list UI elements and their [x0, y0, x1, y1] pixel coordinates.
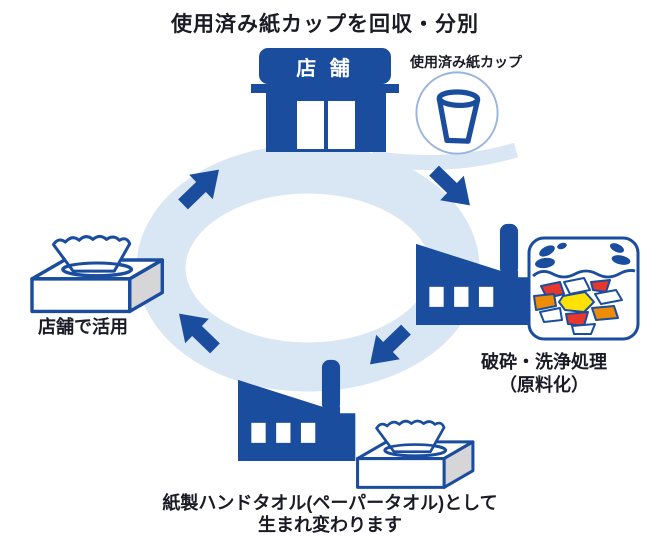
paper-towel-box-icon	[350, 410, 482, 495]
store-building-icon: 店 舗	[251, 48, 399, 154]
cup-swoosh-arc	[370, 142, 519, 170]
factory-icon	[238, 350, 362, 468]
store-door	[328, 101, 355, 149]
paper-towel-line1: 紙製ハンドタオル(ペーパータオル)として	[162, 493, 498, 513]
crush-wash-shreds-icon	[527, 236, 640, 341]
store-awning	[251, 84, 399, 93]
paper-towel-box-icon	[16, 224, 180, 320]
factory-icon	[416, 214, 540, 332]
store-sign-label: 店 舗	[296, 57, 354, 80]
water-line	[532, 269, 636, 279]
diagram-title: 使用済み紙カップを回収・分別	[171, 13, 479, 36]
paper-shards	[533, 277, 623, 335]
crush-process-line2: （原料化）	[499, 375, 589, 395]
cycle-arrow-icon	[179, 313, 220, 354]
cycle-arrow-icon	[429, 165, 470, 206]
paper-towel-label: 紙製ハンドタオル(ペーパータオル)として 生まれ変わります	[112, 492, 548, 536]
crush-process-line1: 破砕・洗浄処理	[481, 352, 607, 372]
store-reuse-label: 店舗で活用	[38, 317, 128, 337]
paper-cup-icon	[415, 71, 499, 155]
paper-towel-line2: 生まれ変わります	[258, 515, 402, 535]
crush-process-label: 破砕・洗浄処理 （原料化）	[438, 351, 650, 397]
store-sign: 店 舗	[259, 48, 391, 84]
cycle-arrow-icon	[178, 169, 219, 210]
paper-cup-label: 使用済み紙カップ	[410, 54, 522, 70]
store-door	[297, 101, 324, 149]
cycle-arrow-icon	[370, 324, 411, 365]
store-body	[266, 93, 386, 152]
water-splash-icon	[535, 242, 631, 269]
